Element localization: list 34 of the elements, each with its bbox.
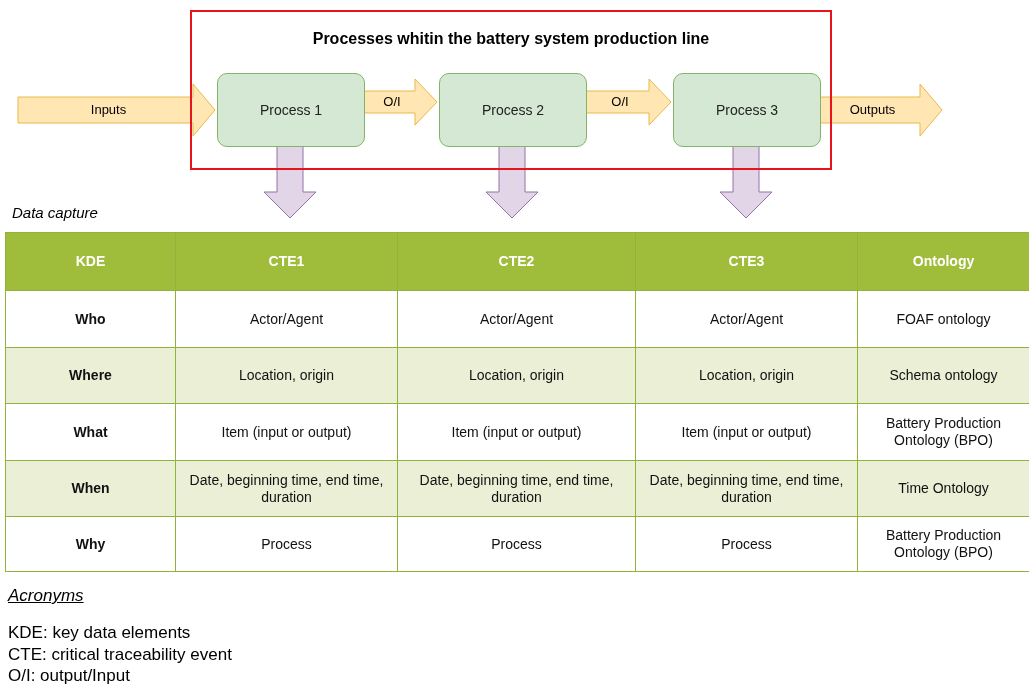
edge-label: O/I: [611, 94, 629, 109]
edge-label: O/I: [383, 94, 401, 109]
table-cell: Date, beginning time, end time, duration: [635, 460, 858, 517]
table-cell: When: [5, 460, 176, 517]
edge-label: Outputs: [849, 102, 896, 117]
section-heading: Acronyms: [8, 586, 84, 606]
acronym-definition: KDE: key data elements: [8, 623, 191, 643]
table-cell: Schema ontology: [857, 347, 1029, 404]
table-header-cell: KDE: [5, 232, 176, 291]
group-frame: [190, 10, 832, 170]
block-arrow: [263, 144, 317, 219]
table-header-cell: CTE3: [635, 232, 858, 291]
table-cell: Location, origin: [175, 347, 398, 404]
section-caption: Data capture: [12, 204, 98, 221]
process-box: Process 1: [217, 73, 365, 147]
acronym-definition: O/I: output/Input: [8, 666, 130, 686]
process-box: Process 2: [439, 73, 587, 147]
table-header-cell: Ontology: [857, 232, 1029, 291]
block-arrow: [485, 144, 539, 219]
table-header-cell: CTE1: [175, 232, 398, 291]
group-title: Processes whitin the battery system production line: [311, 30, 711, 48]
table-header-cell: CTE2: [397, 232, 636, 291]
table-cell: Location, origin: [397, 347, 636, 404]
edge-label: Inputs: [90, 102, 127, 117]
block-arrow: [719, 144, 773, 219]
block-arrow: [17, 83, 216, 137]
table-cell: Location, origin: [635, 347, 858, 404]
table-cell: Time Ontology: [857, 460, 1029, 517]
table-cell: Date, beginning time, end time, duration: [175, 460, 398, 517]
table-cell: Why: [5, 516, 176, 572]
process-box: Process 3: [673, 73, 821, 147]
table-cell: Where: [5, 347, 176, 404]
acronym-definition: CTE: critical traceability event: [8, 644, 232, 665]
table-cell: Date, beginning time, end time, duration: [397, 460, 636, 517]
